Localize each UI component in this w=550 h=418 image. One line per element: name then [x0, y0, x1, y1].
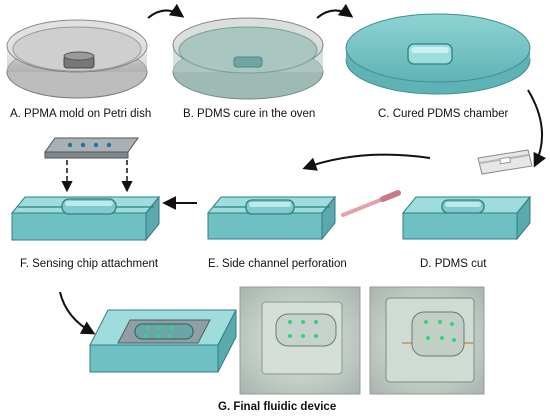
final-device-photo-angled	[369, 286, 485, 395]
caption-step-g: G. Final fluidic device	[218, 401, 336, 413]
arrow-b-to-c	[316, 3, 354, 19]
step-c-cured-pdms-disk	[345, 13, 531, 95]
caption-step-d: D. PDMS cut	[420, 258, 487, 270]
caption-step-c: C. Cured PDMS chamber	[378, 108, 509, 120]
sensing-chip	[44, 137, 139, 159]
step-g-final-device-model	[89, 309, 237, 373]
caption-step-b: B. PDMS cure in the oven	[183, 108, 315, 120]
caption-step-f: F. Sensing chip attachment	[20, 258, 159, 270]
step-f-chamber-block	[10, 195, 161, 242]
step-a-petri-dish-mold	[6, 19, 148, 99]
final-device-photo-top	[239, 286, 361, 395]
perforation-needle-icon	[341, 190, 401, 217]
arrow-c-to-d	[527, 89, 547, 168]
step-b-pdms-curing-dish	[172, 17, 324, 100]
arrow-d-to-e	[302, 153, 431, 171]
step-d-pdms-cut-block	[401, 195, 532, 241]
step-e-perforated-block	[206, 195, 337, 241]
caption-step-a: A. PPMA mold on Petri dish	[10, 108, 151, 120]
caption-step-e: E. Side channel perforation	[208, 258, 347, 270]
razor-blade-icon	[477, 149, 533, 175]
arrow-f-to-g	[59, 291, 96, 335]
arrow-a-to-b	[147, 3, 185, 19]
